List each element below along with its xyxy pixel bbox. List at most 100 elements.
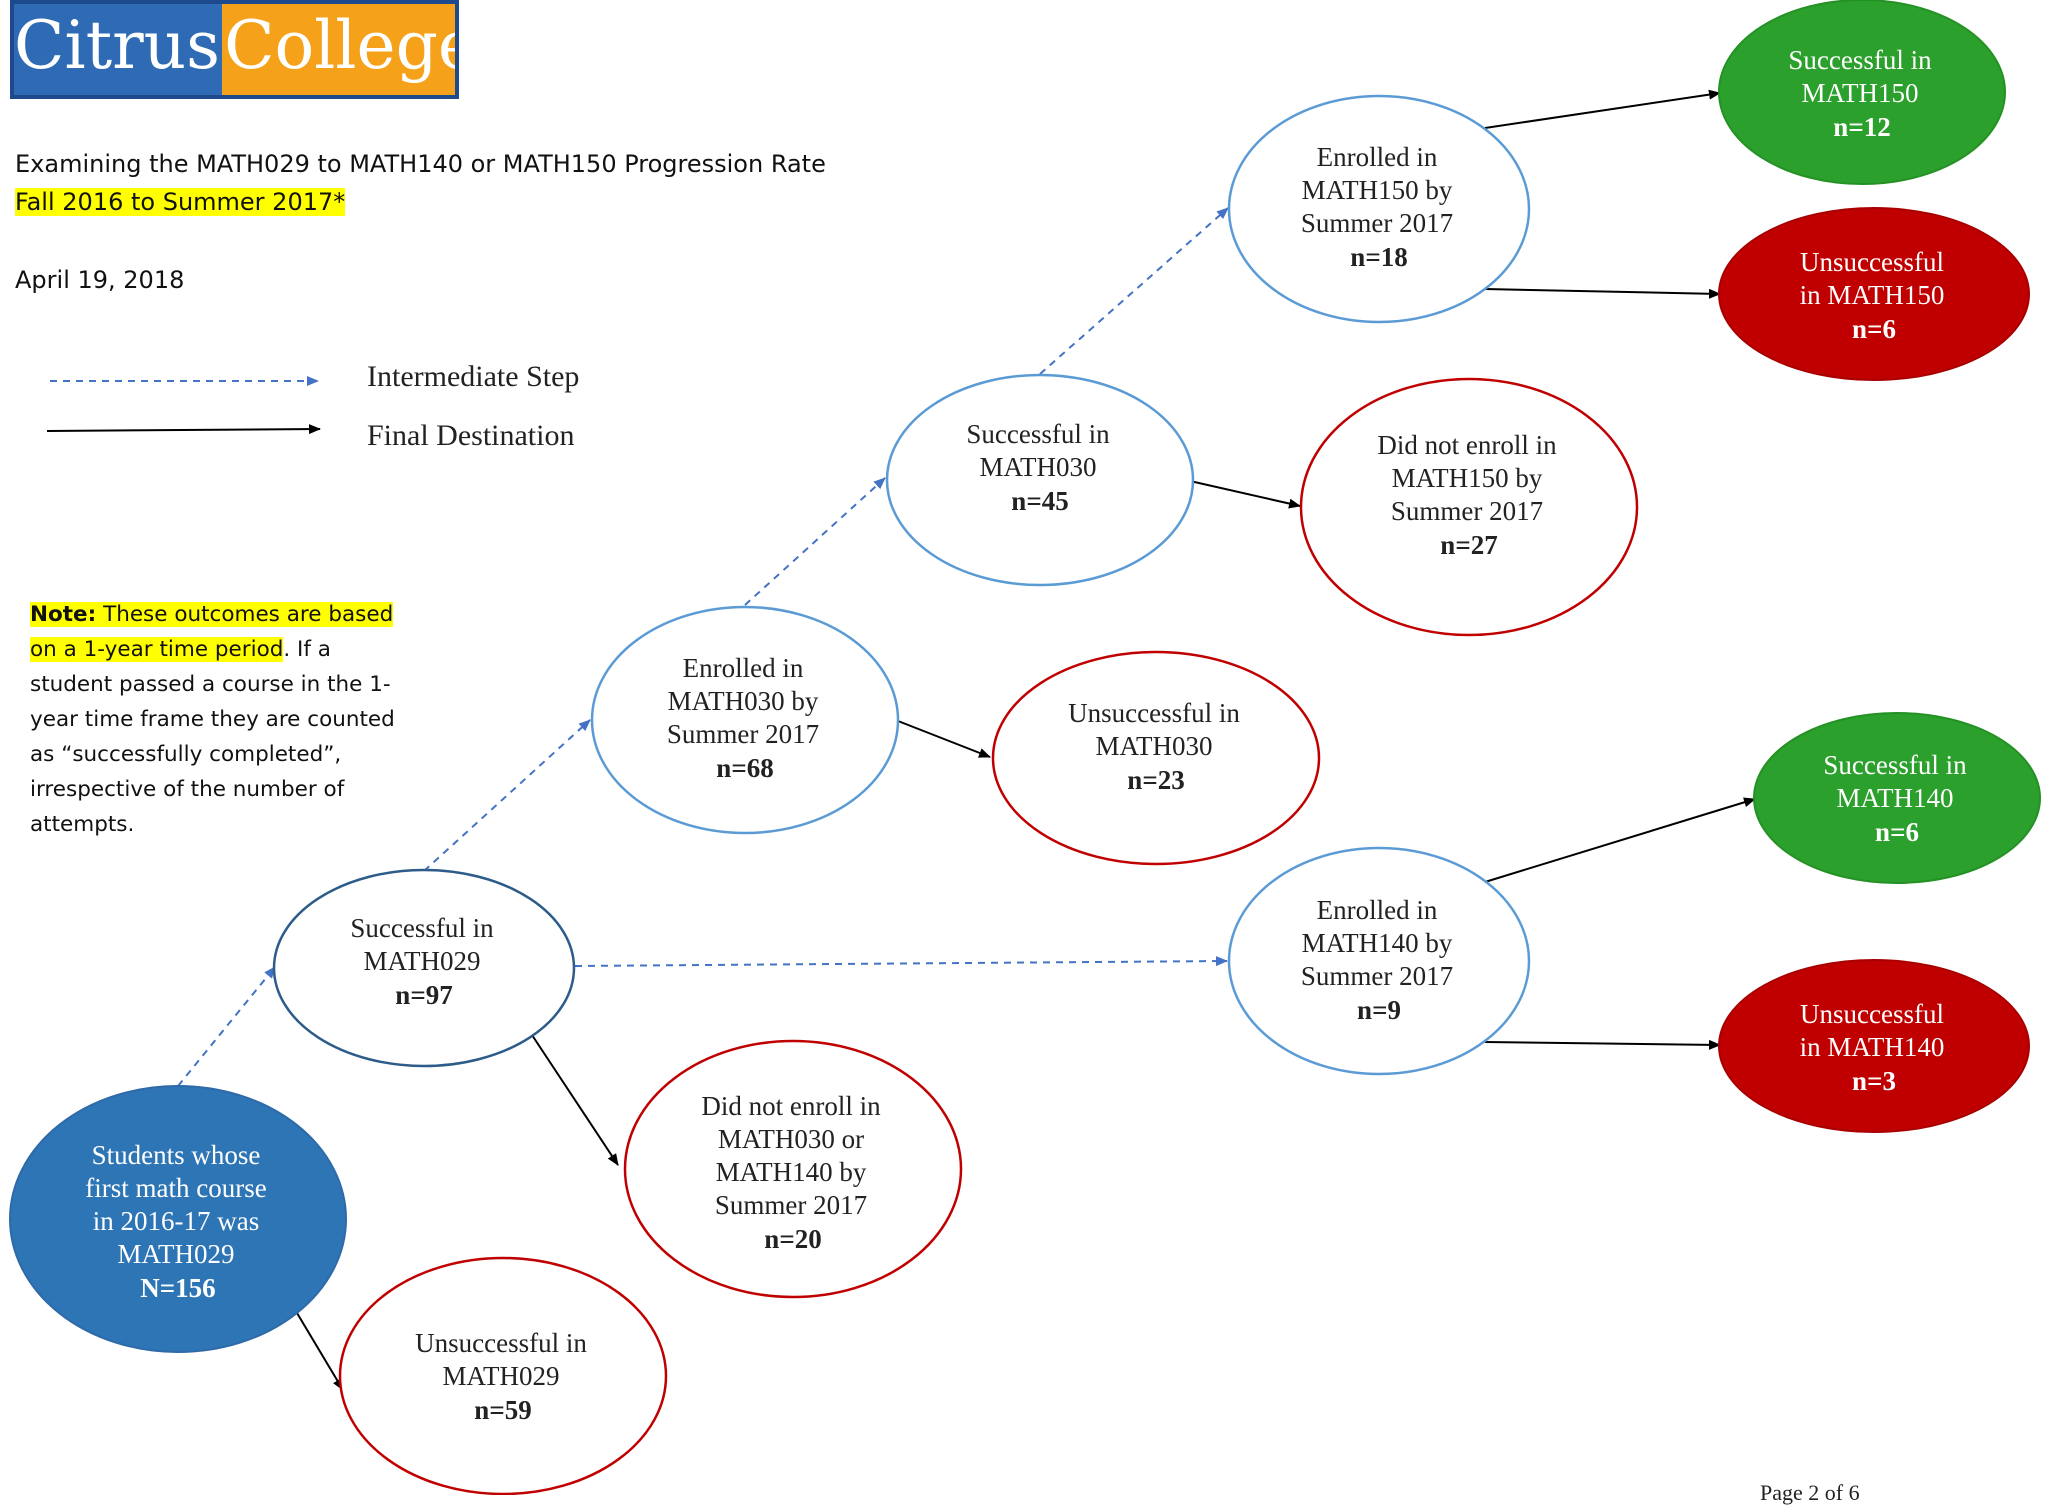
svg-text:Unsuccessful in MATH030: Unsuccessful in MATH030 n=23 (1068, 698, 1244, 795)
node-enroll140: Enrolled in MATH140 by Summer 2017 n=9 (1227, 846, 1531, 1076)
node-noenroll150-line-2: MATH150 by (1392, 463, 1543, 493)
node-unsucc030-count: n=23 (1127, 765, 1184, 795)
report-title: Examining the MATH029 to MATH140 or MATH… (15, 150, 826, 178)
arrow-succ029-to-noenroll (529, 1031, 619, 1166)
arrow-enroll140-to-unsucc140 (1484, 1039, 1721, 1050)
node-enroll140-line-3: Summer 2017 (1301, 961, 1453, 991)
logo-text-citrus: Citrus (14, 7, 221, 84)
arrow-start-to-succ029 (177, 966, 276, 1087)
node-succ150-count: n=12 (1833, 112, 1890, 142)
node-start-line-2: first math course (85, 1173, 266, 1203)
node-start-line-1: Students whose (92, 1140, 261, 1170)
node-noenroll150: Did not enroll in MATH150 by Summer 2017… (1299, 377, 1639, 637)
legend-solid-arrow (46, 424, 321, 435)
node-noenroll150-line-3: Summer 2017 (1391, 496, 1543, 526)
arrow-enroll150-to-unsucc150 (1484, 288, 1721, 299)
node-enroll150-line-1: Enrolled in (1317, 142, 1438, 172)
arrow-enroll140-to-succ140 (1484, 797, 1756, 883)
node-succ140: Successful in MATH140 n=6 (1753, 712, 2041, 884)
node-succ029-count: n=97 (395, 980, 452, 1010)
svg-text:Unsuccessful in MATH150: Unsuccessful in MATH150 n=6 (1800, 247, 1949, 344)
node-unsucc150-count: n=6 (1852, 314, 1896, 344)
report-date: April 19, 2018 (15, 266, 185, 294)
svg-text:Enrolled in MATH150 by: Enrolled in MATH150 by Summer 2017 n=18 (1301, 142, 1457, 272)
node-start-line-4: MATH029 (117, 1239, 234, 1269)
citrus-college-logo: Citrus College (10, 0, 459, 99)
node-succ030-line-1: Successful in (966, 419, 1110, 449)
node-enroll030-line-3: Summer 2017 (667, 719, 819, 749)
arrow-enroll030-to-succ030 (744, 477, 886, 606)
arrow-succ029-to-enroll140 (574, 956, 1228, 967)
node-unsucc030-line-1: Unsuccessful in (1068, 698, 1240, 728)
node-succ029-line-2: MATH029 (363, 946, 480, 976)
node-succ030: Successful in MATH030 n=45 (885, 373, 1195, 587)
node-succ150-line-2: MATH150 (1801, 78, 1918, 108)
legend-final-label: Final Destination (367, 419, 575, 452)
svg-text:Successful in MATH140: Successful in MATH140 n=6 (1823, 750, 1970, 847)
node-succ029-line-1: Successful in (350, 913, 494, 943)
svg-text:Did not enroll in MATH15: Did not enroll in MATH150 by Summer 2017… (1377, 430, 1560, 560)
node-unsucc140-count: n=3 (1852, 1066, 1896, 1096)
node-succ150: Successful in MATH150 n=12 (1718, 0, 2006, 185)
node-enroll030-count: n=68 (716, 753, 773, 783)
node-start: Students whose first math course in 2016… (9, 1085, 347, 1353)
svg-text:Successful in MATH030: Successful in MATH030 n=45 (966, 419, 1113, 516)
node-unsucc030-line-2: MATH030 (1095, 731, 1212, 761)
arrow-succ030-to-enroll150 (1039, 207, 1229, 375)
node-unsucc029-line-2: MATH029 (442, 1361, 559, 1391)
node-noenroll150-count: n=27 (1440, 530, 1497, 560)
svg-text:Enrolled in MATH030 by: Enrolled in MATH030 by Summer 2017 n=68 (667, 653, 823, 783)
node-unsucc150-line-2: in MATH150 (1800, 280, 1945, 310)
arrow-enroll150-to-succ150 (1484, 89, 1721, 129)
node-enroll140-line-1: Enrolled in (1317, 895, 1438, 925)
arrow-start-to-unsucc029 (296, 1312, 344, 1391)
arrow-succ029-to-enroll030 (423, 719, 591, 872)
svg-text:Unsuccessful in MATH140: Unsuccessful in MATH140 n=3 (1800, 999, 1949, 1096)
node-noenroll030-140-line-4: Summer 2017 (715, 1190, 867, 1220)
node-succ029: Successful in MATH029 n=97 (272, 868, 576, 1068)
logo-text-college: College (224, 7, 459, 84)
node-noenroll150-line-1: Did not enroll in (1377, 430, 1557, 460)
node-unsucc140-line-1: Unsuccessful (1800, 999, 1944, 1029)
arrow-enroll030-to-unsucc030 (897, 720, 991, 758)
node-noenroll030-140: Did not enroll in MATH030 or MATH140 by … (623, 1039, 963, 1299)
node-noenroll030-140-line-2: MATH030 or (718, 1124, 864, 1154)
node-start-line-3: in 2016-17 was (93, 1206, 259, 1236)
svg-text:Successful in MATH150: Successful in MATH150 n=12 (1788, 45, 1935, 142)
node-noenroll030-140-count: n=20 (764, 1224, 821, 1254)
node-unsucc029: Unsuccessful in MATH029 n=59 (338, 1256, 668, 1495)
node-enroll150-line-2: MATH150 by (1302, 175, 1453, 205)
node-succ030-line-2: MATH030 (979, 452, 1096, 482)
node-unsucc029-count: n=59 (474, 1395, 531, 1425)
report-period: Fall 2016 to Summer 2017* (15, 188, 346, 216)
node-enroll030-line-2: MATH030 by (668, 686, 819, 716)
note-box: Note: These outcomes are based on a 1-ye… (30, 597, 415, 842)
node-enroll030-line-1: Enrolled in (683, 653, 804, 683)
node-unsucc029-line-1: Unsuccessful in (415, 1328, 587, 1358)
node-enroll140-count: n=9 (1357, 995, 1401, 1025)
node-enroll150-count: n=18 (1350, 242, 1407, 272)
node-succ140-line-2: MATH140 (1836, 783, 1953, 813)
svg-text:Unsuccessful in MATH029: Unsuccessful in MATH029 n=59 (415, 1328, 591, 1425)
node-succ140-line-1: Successful in (1823, 750, 1967, 780)
node-enroll140-line-2: MATH140 by (1302, 928, 1453, 958)
note-highlight-text: These outcomes are based on a 1-year tim… (30, 602, 394, 662)
note-label: Note: (30, 602, 97, 627)
report-period-text: Fall 2016 to Summer 2017* (15, 188, 346, 216)
node-unsucc140-line-2: in MATH140 (1800, 1032, 1945, 1062)
node-unsucc140: Unsuccessful in MATH140 n=3 (1718, 959, 2030, 1133)
arrow-succ030-to-noenroll150 (1189, 480, 1301, 509)
node-noenroll030-140-line-3: MATH140 by (716, 1157, 867, 1187)
node-noenroll030-140-line-1: Did not enroll in (701, 1091, 881, 1121)
node-start-count: N=156 (140, 1273, 215, 1303)
svg-text:Students whose first mat: Students whose first math course in 2016… (85, 1140, 270, 1303)
page-number: Page 2 of 6 (1760, 1480, 1860, 1505)
note-rest-text: . If a student passed a course in the 1-… (30, 637, 395, 837)
node-unsucc150-line-1: Unsuccessful (1800, 247, 1944, 277)
svg-text:Enrolled in MATH140 by: Enrolled in MATH140 by Summer 2017 n=9 (1301, 895, 1457, 1025)
svg-text:Did not enroll in MATH03: Did not enroll in MATH030 or MATH140 by … (701, 1091, 884, 1254)
node-succ140-count: n=6 (1875, 817, 1919, 847)
node-succ030-count: n=45 (1011, 486, 1068, 516)
node-enroll150-line-3: Summer 2017 (1301, 208, 1453, 238)
